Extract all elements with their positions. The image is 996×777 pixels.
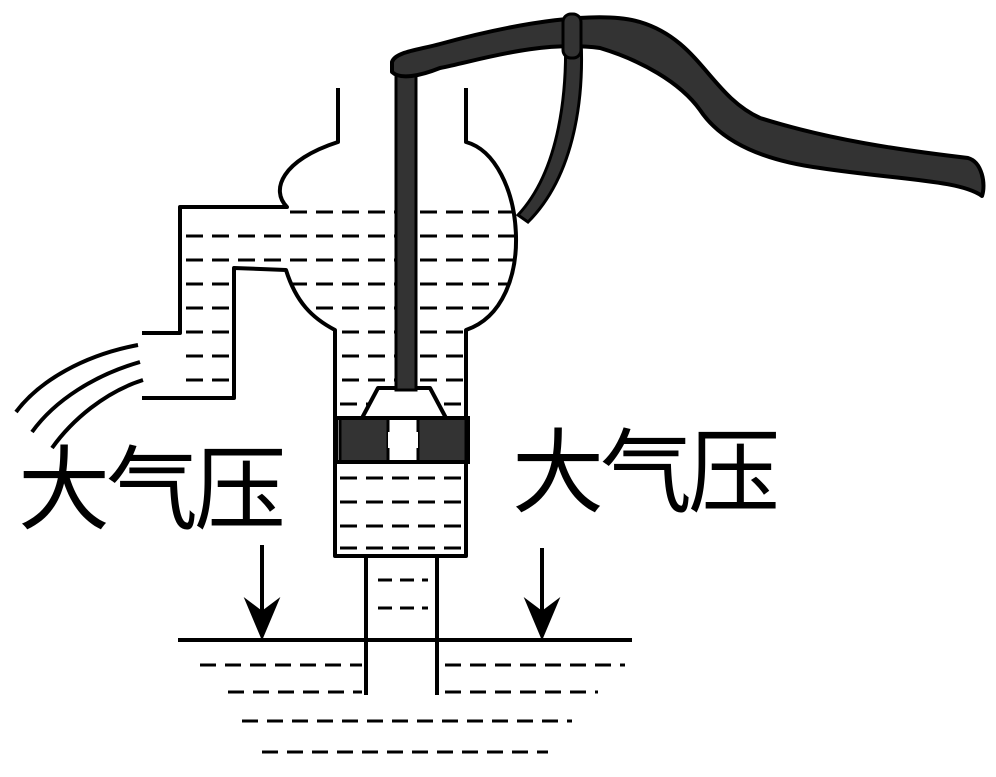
atmospheric-pressure-label-left: 大气压 [18, 437, 286, 544]
atmospheric-pressure-label-right: 大气压 [512, 420, 780, 527]
handle-lever [390, 15, 986, 198]
piston-center-gap [388, 432, 418, 448]
water-reservoir [178, 638, 632, 754]
piston-rod [394, 70, 418, 392]
intake-pipe-water [378, 578, 428, 610]
piston-base-right [416, 416, 468, 464]
pump-handle [390, 12, 986, 224]
pressure-arrow-left [243, 545, 281, 641]
piston-base-left [338, 416, 390, 464]
piston [334, 386, 470, 464]
pump-body-outline [142, 88, 519, 558]
piston-valve [360, 386, 448, 420]
handle-pivot [561, 12, 583, 60]
outflow-water-streams [14, 343, 144, 450]
pressure-arrow-right [523, 548, 561, 641]
handle-link [515, 22, 583, 224]
intake-pipe [364, 556, 439, 695]
